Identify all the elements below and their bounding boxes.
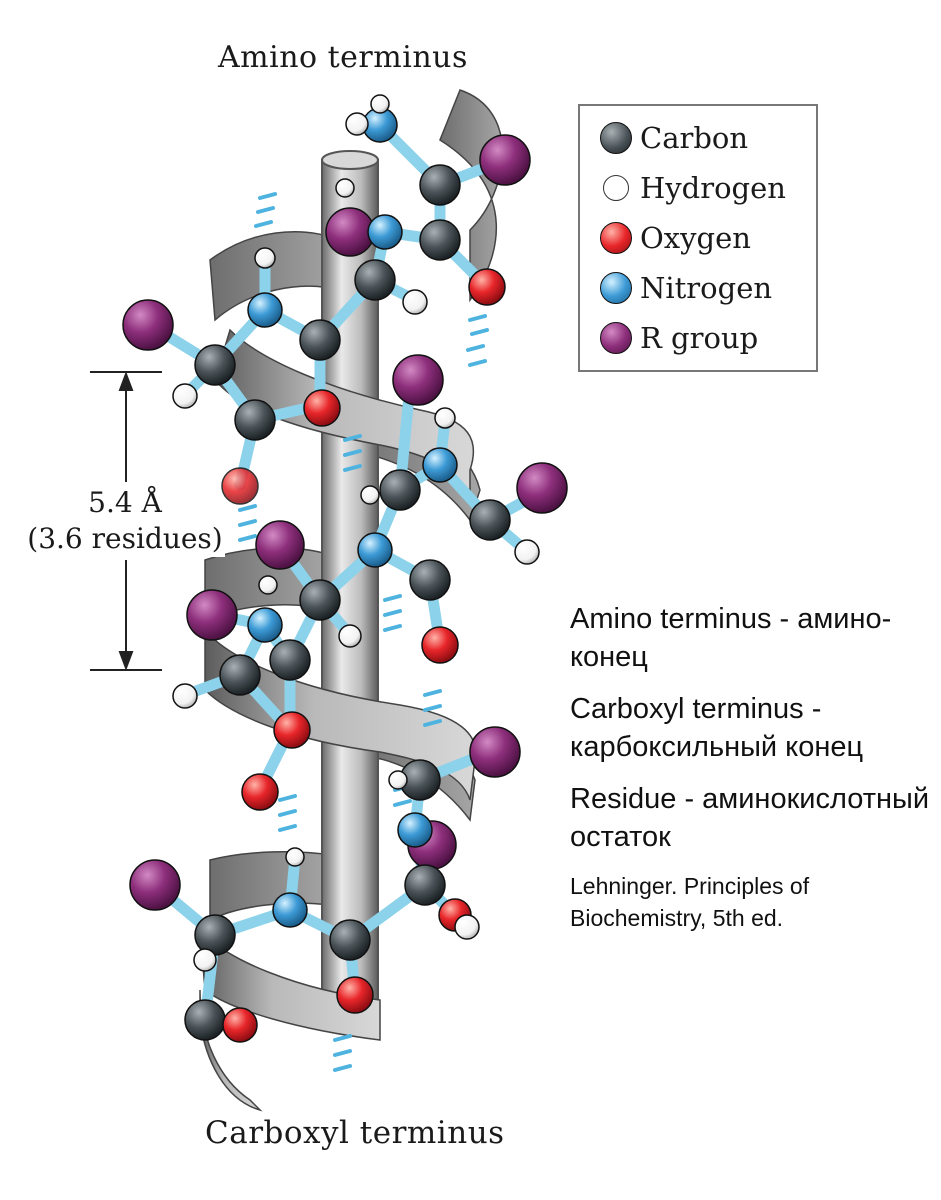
hydrogen-atom bbox=[455, 915, 479, 939]
r-group-atom bbox=[326, 208, 374, 256]
nitrogen-atom bbox=[423, 448, 457, 482]
carbon-atom bbox=[410, 560, 450, 600]
hydrogen-atom bbox=[371, 95, 389, 113]
legend-label: Oxygen bbox=[640, 221, 751, 255]
legend-label: R group bbox=[640, 321, 758, 355]
oxygen-atom bbox=[422, 627, 458, 663]
nitrogen-atom bbox=[358, 533, 392, 567]
hydrogen-atom bbox=[336, 179, 354, 197]
pitch-distance-value: 5.4 Å bbox=[86, 485, 164, 521]
hydrogen-atom bbox=[435, 408, 455, 428]
legend-label: Hydrogen bbox=[640, 171, 786, 205]
hydrogen-atom bbox=[346, 113, 368, 135]
carbon-atom bbox=[235, 400, 275, 440]
carbon-atom bbox=[420, 220, 460, 260]
hydrogen-atom bbox=[403, 290, 427, 314]
pitch-label: 5.4 Å (3.6 residues) bbox=[15, 485, 235, 557]
legend-item-r-group: R group bbox=[600, 318, 758, 358]
oxygen-atom bbox=[223, 1008, 257, 1042]
carbon-atom bbox=[185, 1000, 225, 1040]
r-group-icon bbox=[600, 322, 632, 354]
hydrogen-atom bbox=[361, 486, 379, 504]
source-reference: Lehninger. Principles of Biochemistry, 5… bbox=[570, 870, 930, 934]
note-amino-terminus: Amino terminus - амино-конец bbox=[570, 600, 930, 676]
legend-item-nitrogen: Nitrogen bbox=[600, 268, 772, 308]
r-group-atom bbox=[393, 355, 443, 405]
note-carboxyl-terminus: Carboxyl terminus - карбоксильный конец bbox=[570, 690, 930, 766]
carbon-atom bbox=[355, 260, 395, 300]
oxygen-atom-icon bbox=[600, 222, 632, 254]
hydrogen-atom bbox=[515, 540, 539, 564]
legend-item-hydrogen: Hydrogen bbox=[600, 168, 786, 208]
carbon-atom bbox=[300, 320, 340, 360]
oxygen-atom bbox=[304, 390, 340, 426]
carboxyl-terminus-label: Carboxyl terminus bbox=[205, 1115, 505, 1151]
carbon-atom bbox=[300, 580, 340, 620]
hydrogen-atom bbox=[259, 576, 277, 594]
oxygen-atom bbox=[274, 712, 310, 748]
oxygen-atom bbox=[337, 977, 373, 1013]
pitch-residue-count: (3.6 residues) bbox=[25, 521, 224, 557]
r-group-atom bbox=[517, 463, 567, 513]
hydrogen-atom bbox=[339, 625, 361, 647]
r-group-atom bbox=[256, 521, 304, 569]
oxygen-atom bbox=[242, 774, 278, 810]
carbon-atom bbox=[420, 165, 460, 205]
nitrogen-atom bbox=[368, 215, 402, 249]
carbon-atom bbox=[380, 470, 420, 510]
carbon-atom bbox=[195, 345, 235, 385]
nitrogen-atom bbox=[398, 813, 432, 847]
r-group-atom bbox=[130, 860, 180, 910]
legend-label: Carbon bbox=[640, 121, 748, 155]
r-group-atom bbox=[123, 300, 173, 350]
r-group-atom bbox=[480, 135, 530, 185]
hydrogen-atom bbox=[389, 771, 407, 789]
carbon-atom bbox=[270, 640, 310, 680]
carbon-atom bbox=[405, 865, 445, 905]
atom-legend: Carbon Hydrogen Oxygen Nitrogen R group bbox=[578, 104, 818, 372]
hydrogen-atom bbox=[194, 949, 216, 971]
r-group-atom bbox=[470, 727, 520, 777]
nitrogen-atom bbox=[248, 608, 282, 642]
carbon-atom-icon bbox=[600, 122, 632, 154]
carbon-atom bbox=[470, 500, 510, 540]
legend-label: Nitrogen bbox=[640, 271, 772, 305]
hydrogen-atom bbox=[173, 684, 197, 708]
legend-item-carbon: Carbon bbox=[600, 118, 748, 158]
oxygen-atom bbox=[469, 269, 505, 305]
hydrogen-atom-icon bbox=[603, 175, 629, 201]
nitrogen-atom bbox=[273, 893, 307, 927]
carbon-atom bbox=[220, 655, 260, 695]
nitrogen-atom-icon bbox=[600, 272, 632, 304]
note-residue: Residue - аминокислотный остаток bbox=[570, 780, 930, 856]
legend-item-oxygen: Oxygen bbox=[600, 218, 751, 258]
nitrogen-atom bbox=[248, 293, 282, 327]
hydrogen-atom bbox=[286, 848, 304, 866]
amino-terminus-label: Amino terminus bbox=[218, 40, 468, 75]
hydrogen-atom bbox=[255, 248, 275, 268]
translation-notes: Amino terminus - амино-конец Carboxyl te… bbox=[570, 600, 930, 934]
carbon-atom bbox=[330, 920, 370, 960]
r-group-atom bbox=[187, 590, 237, 640]
hydrogen-atom bbox=[173, 384, 197, 408]
